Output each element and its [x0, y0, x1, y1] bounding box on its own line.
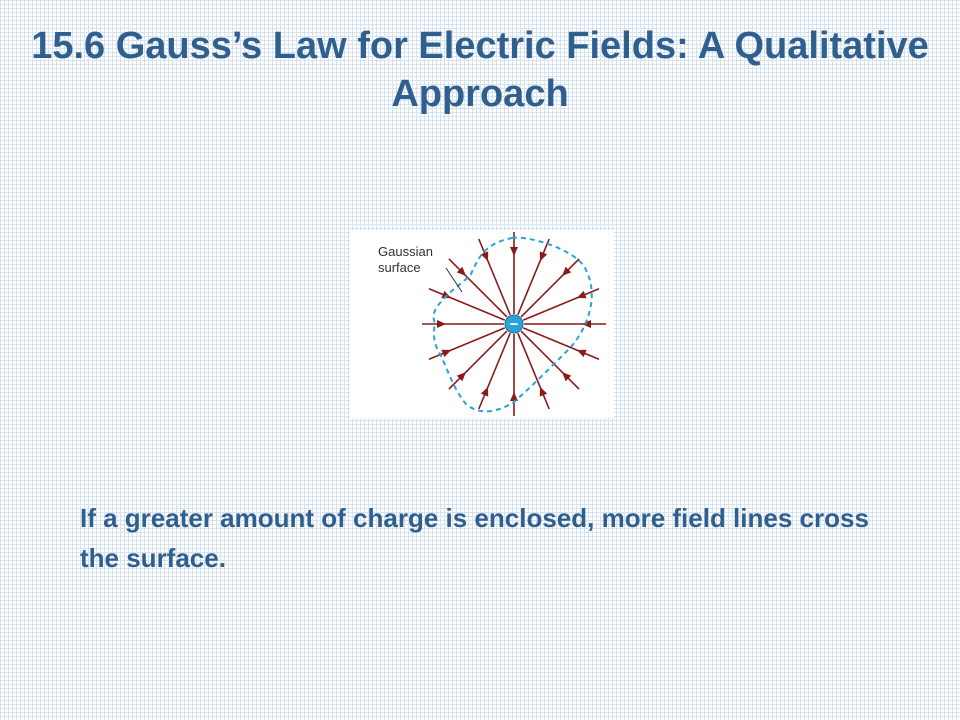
charge [504, 314, 524, 334]
field-line-arrow [576, 290, 587, 299]
field-line-arrow [441, 290, 452, 299]
field-line [520, 330, 580, 390]
field-line [448, 330, 508, 390]
label-pointer [445, 267, 463, 293]
field-line [522, 288, 600, 321]
field-line [520, 258, 580, 318]
field-line-arrow [480, 386, 489, 397]
field-line-arrow [437, 320, 446, 328]
field-line-arrow [510, 247, 518, 256]
field-line-arrow [441, 349, 452, 358]
gaussian-surface-label-line2: surface [378, 260, 421, 275]
field-line-arrow [562, 266, 572, 276]
field-line-arrow [510, 392, 518, 401]
gaussian-surface-label: Gaussian surface [378, 244, 437, 275]
field-line [428, 288, 506, 321]
field-line [478, 238, 511, 316]
field-line [517, 332, 550, 410]
field-line [517, 238, 550, 316]
charge-sign: − [510, 316, 519, 333]
field-line [522, 327, 600, 360]
field-line-arrow [562, 372, 572, 382]
body-text: If a greater amount of charge is enclose… [80, 503, 869, 573]
field-line [428, 327, 506, 360]
field-line-arrow [539, 251, 548, 262]
slide-title: 15.6 Gauss’s Law for Electric Fields: A … [31, 25, 929, 115]
gauss-diagram-svg: − Gaussian surface [378, 232, 606, 416]
field-lines [422, 232, 606, 416]
field-line [448, 258, 508, 318]
gauss-diagram: − Gaussian surface [350, 230, 614, 418]
gaussian-surface-label-line1: Gaussian [378, 244, 433, 259]
gaussian-surface [432, 236, 593, 413]
field-line-arrow [456, 266, 466, 276]
field-line [478, 332, 511, 410]
field-line-arrow [539, 386, 548, 397]
field-line-arrow [582, 320, 591, 328]
field-line-arrow [480, 251, 489, 262]
field-line-arrow [456, 372, 466, 382]
field-line-arrow [576, 349, 587, 358]
